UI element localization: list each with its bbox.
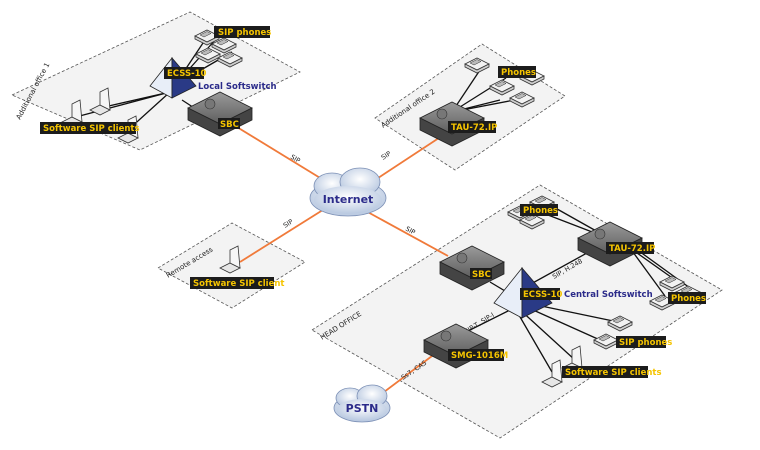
tag-phones-head: Phones	[520, 204, 558, 216]
softswitch-central-icon	[493, 266, 553, 319]
svg-text:SMG-1016M: SMG-1016M	[451, 351, 508, 361]
tag-tau-head: TAU-72.IP	[606, 242, 655, 254]
svg-text:TAU-72.IP: TAU-72.IP	[609, 244, 655, 254]
local-softswitch-label: Local Softswitch	[198, 82, 277, 92]
tag-sip-phones-head: SIP phones	[616, 336, 672, 348]
svg-text:Phones: Phones	[523, 206, 558, 216]
link-label-sip-sbc1: SIP	[289, 153, 302, 165]
link-label-sip-head: SIP	[404, 225, 417, 237]
tag-smg: SMG-1016M	[448, 349, 508, 361]
svg-text:ECSS-10: ECSS-10	[523, 290, 563, 300]
tag-ecss-central: ECSS-10	[520, 288, 563, 300]
tag-sw-clients-head: Software SIP clients	[562, 366, 662, 378]
svg-text:TAU-72.IP: TAU-72.IP	[451, 123, 497, 133]
tag-sbc-head: SBC	[470, 268, 492, 280]
svg-text:Software SIP clients: Software SIP clients	[565, 368, 662, 378]
sbc-office1-device-icon	[187, 91, 253, 137]
svg-text:Software SIP client: Software SIP client	[193, 279, 284, 289]
pstn-cloud-icon: PSTN	[333, 384, 391, 423]
tag-sbc-office1: SBC	[218, 118, 240, 130]
svg-text:SBC: SBC	[472, 270, 491, 280]
tag-sip-phones-office1: SIP phones	[214, 26, 271, 38]
svg-text:Software SIP clients: Software SIP clients	[43, 124, 140, 134]
tag-phones-office2: Phones	[498, 66, 536, 78]
link-label-sip-office2: SIP	[380, 149, 393, 161]
tag-sw-client-remote: Software SIP client	[190, 277, 284, 289]
central-softswitch-label: Central Softswitch	[564, 290, 653, 300]
svg-text:SIP phones: SIP phones	[619, 338, 672, 348]
internet-cloud-icon: Internet	[309, 167, 387, 217]
tag-phones-head-right: Phones	[668, 292, 706, 304]
svg-text:SBC: SBC	[220, 120, 239, 130]
internet-label: Internet	[323, 193, 374, 206]
tag-sw-clients-office1: Software SIP clients	[40, 122, 140, 134]
svg-text:SIP phones: SIP phones	[218, 28, 271, 38]
svg-text:Phones: Phones	[671, 294, 706, 304]
tag-ecss-local: ECSS-10	[164, 67, 207, 79]
tag-tau-office2: TAU-72.IP	[448, 121, 497, 133]
pstn-label: PSTN	[346, 402, 379, 415]
svg-text:ECSS-10: ECSS-10	[167, 69, 207, 79]
svg-text:Phones: Phones	[501, 68, 536, 78]
